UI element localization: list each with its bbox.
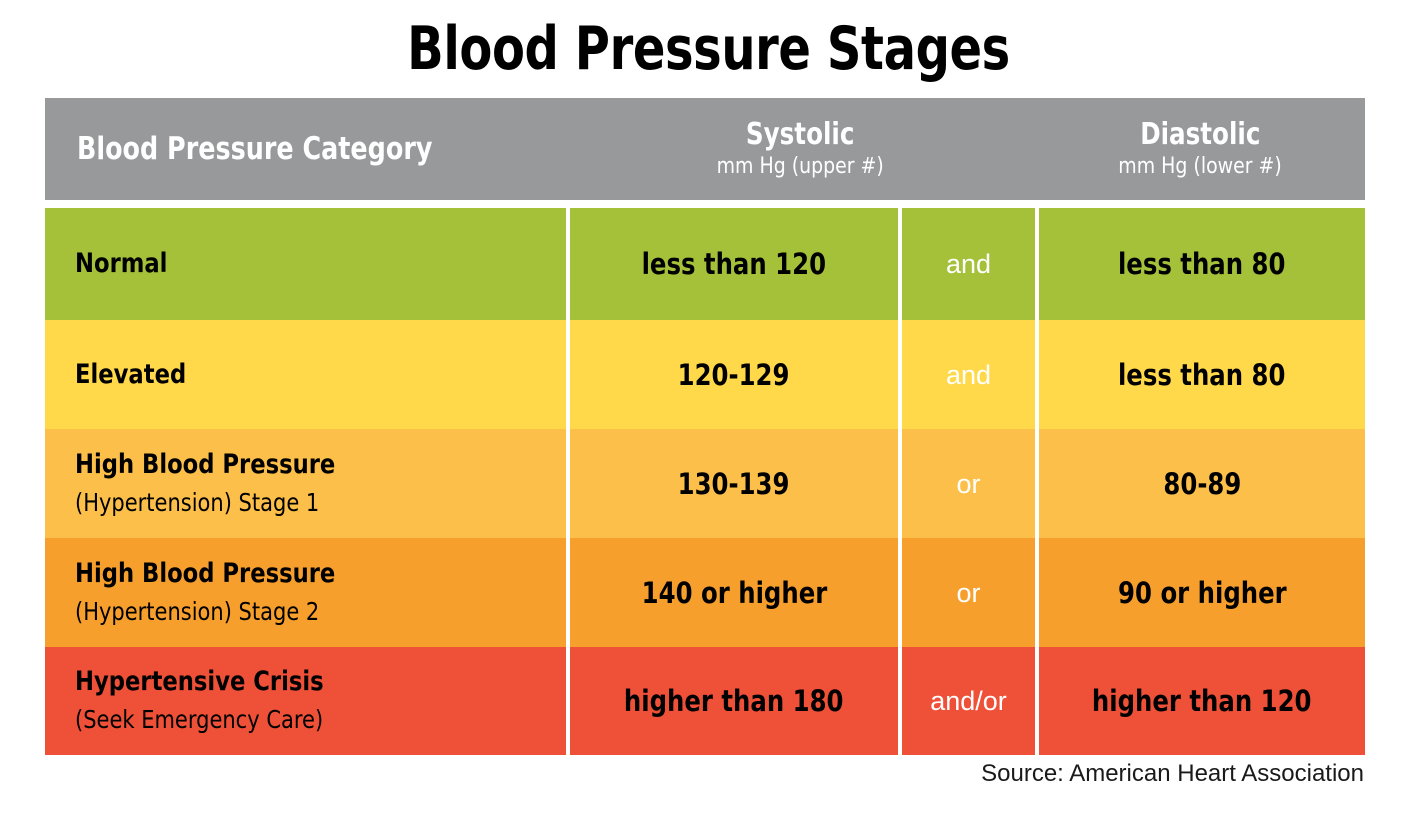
- cell-systolic: 120-129: [566, 320, 898, 429]
- table-row: Normal less than 120 and less than 80: [45, 208, 1365, 320]
- systolic-value: higher than 180: [624, 684, 844, 718]
- header-systolic-label: Systolic: [746, 117, 855, 152]
- cell-category: High Blood Pressure (Hypertension) Stage …: [45, 538, 566, 647]
- cell-connector: or: [898, 429, 1035, 538]
- cell-connector: and: [898, 320, 1035, 429]
- cell-connector: or: [898, 538, 1035, 647]
- table-row: High Blood Pressure (Hypertension) Stage …: [45, 429, 1365, 538]
- cell-category: High Blood Pressure (Hypertension) Stage …: [45, 429, 566, 538]
- connector-label: and/or: [930, 686, 1007, 716]
- cell-systolic: less than 120: [566, 208, 898, 320]
- cell-category: Elevated: [45, 320, 566, 429]
- category-secondary-label: (Hypertension) Stage 2: [75, 596, 320, 626]
- diastolic-value: 80-89: [1163, 466, 1241, 501]
- cell-category: Normal: [45, 208, 566, 320]
- connector-label: and: [945, 249, 992, 279]
- table-row: Elevated 120-129 and less than 80: [45, 320, 1365, 429]
- header-diastolic-units: mm Hg (lower #): [1118, 154, 1282, 179]
- systolic-value: 120-129: [678, 357, 790, 392]
- connector-label: or: [956, 577, 981, 608]
- header-category-label: Blood Pressure Category: [77, 131, 433, 167]
- blood-pressure-table: Blood Pressure Category Systolic mm Hg (…: [45, 98, 1365, 755]
- category-primary-label: Normal: [75, 248, 168, 279]
- cell-diastolic: 90 or higher: [1035, 538, 1365, 647]
- category-primary-label: Hypertensive Crisis: [75, 666, 324, 697]
- diastolic-value: less than 80: [1118, 357, 1286, 392]
- header-cell-systolic: Systolic mm Hg (upper #): [566, 98, 1035, 200]
- category-primary-label: High Blood Pressure: [75, 557, 336, 589]
- header-body-divider: [45, 200, 1365, 208]
- systolic-value: less than 120: [641, 247, 827, 281]
- systolic-value: 140 or higher: [641, 575, 827, 610]
- cell-diastolic: higher than 120: [1035, 647, 1365, 755]
- category-secondary-label: (Seek Emergency Care): [75, 705, 324, 734]
- connector-label: and: [945, 359, 992, 390]
- diastolic-value: less than 80: [1118, 247, 1286, 281]
- source-attribution: Source: American Heart Association: [981, 760, 1364, 787]
- table-row: High Blood Pressure (Hypertension) Stage …: [45, 538, 1365, 647]
- cell-systolic: higher than 180: [566, 647, 898, 755]
- cell-diastolic: less than 80: [1035, 208, 1365, 320]
- connector-label: or: [956, 468, 981, 499]
- header-cell-category: Blood Pressure Category: [45, 98, 566, 200]
- table-header-row: Blood Pressure Category Systolic mm Hg (…: [45, 98, 1365, 200]
- cell-diastolic: less than 80: [1035, 320, 1365, 429]
- cell-category: Hypertensive Crisis (Seek Emergency Care): [45, 647, 566, 755]
- systolic-value: 130-139: [678, 466, 790, 501]
- diastolic-value: higher than 120: [1092, 684, 1312, 718]
- header-diastolic-label: Diastolic: [1139, 117, 1261, 152]
- cell-diastolic: 80-89: [1035, 429, 1365, 538]
- diastolic-value: 90 or higher: [1117, 575, 1287, 610]
- category-primary-label: High Blood Pressure: [75, 448, 336, 480]
- page-title: Blood Pressure Stages: [407, 14, 1010, 84]
- table-row: Hypertensive Crisis (Seek Emergency Care)…: [45, 647, 1365, 755]
- category-primary-label: Elevated: [75, 358, 187, 390]
- cell-connector: and/or: [898, 647, 1035, 755]
- header-systolic-units: mm Hg (upper #): [716, 154, 885, 179]
- category-secondary-label: (Hypertension) Stage 1: [75, 487, 320, 517]
- cell-systolic: 130-139: [566, 429, 898, 538]
- header-cell-diastolic: Diastolic mm Hg (lower #): [1035, 98, 1365, 200]
- cell-connector: and: [898, 208, 1035, 320]
- cell-systolic: 140 or higher: [566, 538, 898, 647]
